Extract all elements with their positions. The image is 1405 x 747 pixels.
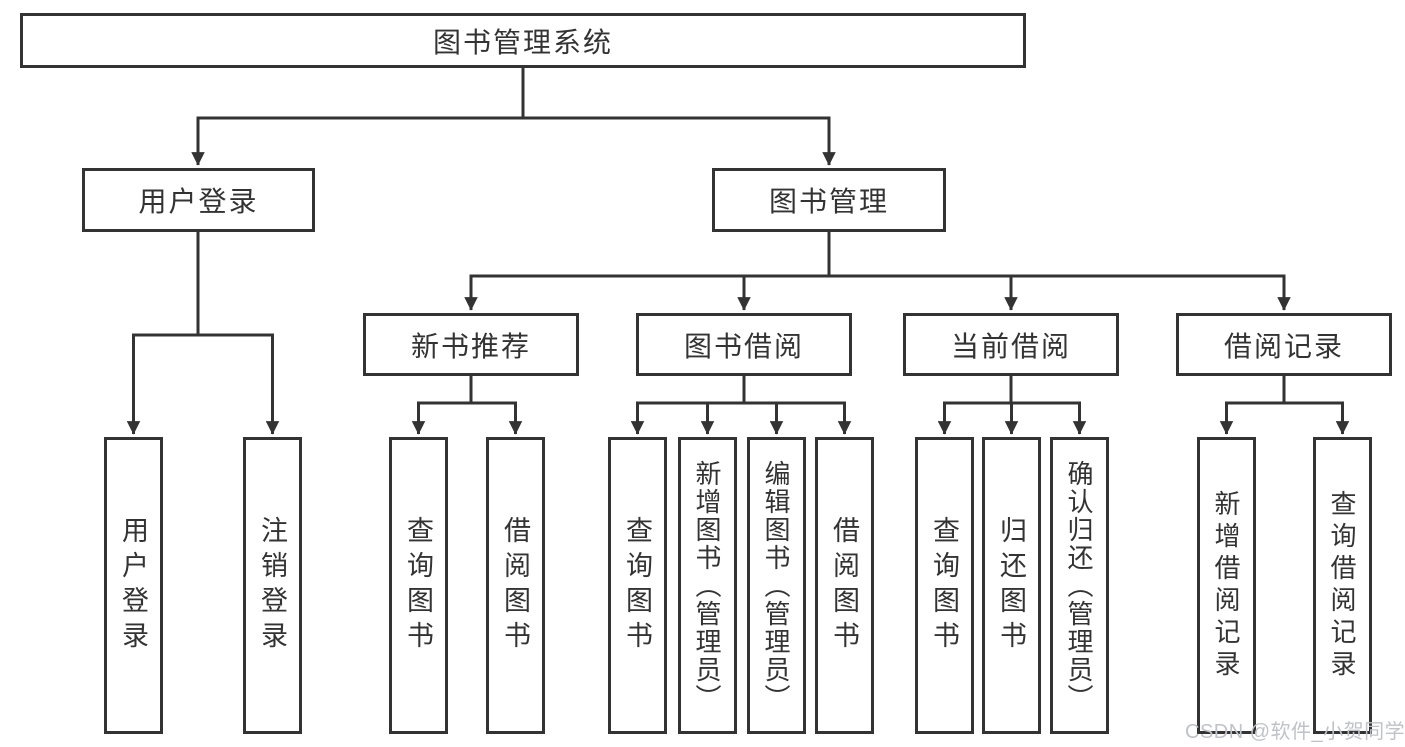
- node-borrowing-records: 借阅记录: [1176, 313, 1392, 376]
- leaf-add-borrow-record: 新增借阅记录: [1197, 437, 1256, 734]
- node-current-borrowing: 当前借阅: [903, 313, 1119, 376]
- leaf-confirm-return-admin: 确认归还（管理员）: [1050, 437, 1109, 734]
- node-book-management: 图书管理: [712, 168, 946, 232]
- node-library-management-system: 图书管理系统: [20, 13, 1026, 68]
- node-book-borrowing: 图书借阅: [636, 313, 852, 376]
- csdn-watermark: CSDN @软件_小贺同学: [1185, 721, 1405, 743]
- leaf-return-books: 归还图书: [982, 437, 1041, 734]
- leaf-edit-books-admin: 编辑图书（管理员）: [747, 437, 806, 734]
- leaf-query-borrow-record: 查询借阅记录: [1313, 437, 1372, 734]
- leaf-query-books-recommend: 查询图书: [389, 437, 448, 734]
- leaf-logout: 注销登录: [243, 437, 302, 734]
- leaf-borrow-books-recommend: 借阅图书: [486, 437, 545, 734]
- node-user-login: 用户登录: [82, 168, 315, 232]
- leaf-query-books-borrow: 查询图书: [608, 437, 667, 734]
- leaf-query-books-current: 查询图书: [915, 437, 974, 734]
- node-new-book-recommendation: 新书推荐: [363, 313, 579, 376]
- leaf-borrow-books: 借阅图书: [815, 437, 874, 734]
- leaf-user-login: 用户登录: [104, 437, 163, 734]
- leaf-add-books-admin: 新增图书（管理员）: [678, 437, 737, 734]
